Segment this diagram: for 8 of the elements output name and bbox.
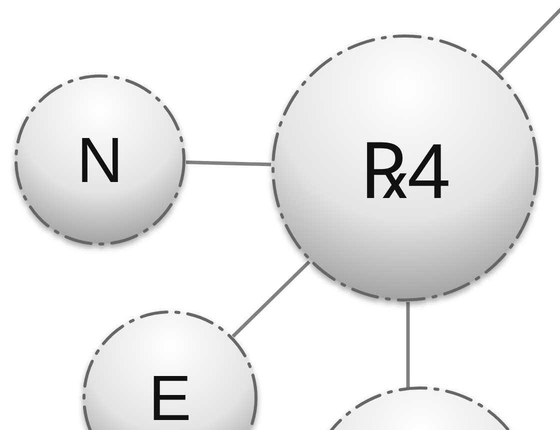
connector-line — [186, 160, 272, 166]
node-label: E — [148, 361, 192, 430]
connector-line — [232, 260, 310, 338]
node-circle — [271, 34, 539, 302]
node-circle — [14, 74, 186, 246]
connector-line — [406, 302, 410, 388]
node-label: N — [76, 123, 124, 197]
node-label: ℞4 — [359, 126, 451, 217]
